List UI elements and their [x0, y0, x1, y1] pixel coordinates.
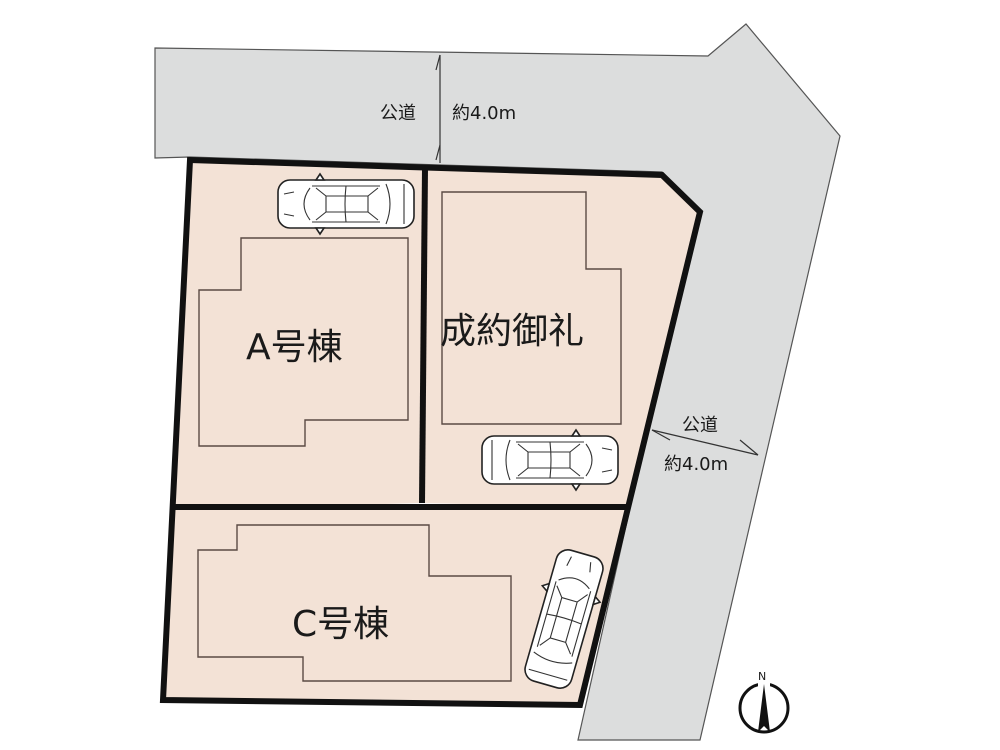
east-road-dimension-line: [651, 429, 759, 456]
car-lot-b: [481, 429, 619, 491]
lot-b: [422, 168, 700, 508]
north-arrow-icon: [738, 681, 790, 734]
east-road-label: 公道: [682, 415, 718, 436]
building-c-label: C号棟: [292, 604, 390, 645]
site-boundary: [159, 156, 704, 709]
lot-a: [175, 160, 425, 510]
building-b-outline: [441, 191, 622, 425]
east-road-width: 約4.0m: [664, 454, 729, 475]
north-road-width: 約4.0m: [452, 103, 517, 124]
car-lot-a: [277, 173, 415, 235]
building-a-outline: [198, 237, 409, 447]
building-a-label: A号棟: [246, 327, 343, 368]
lot-c: [163, 508, 628, 705]
compass-north-label: N: [758, 670, 767, 683]
north-road-label: 公道: [380, 103, 416, 124]
building-b-label: 成約御礼: [440, 311, 585, 352]
building-c-outline: [197, 524, 512, 682]
north-road: [154, 23, 841, 741]
